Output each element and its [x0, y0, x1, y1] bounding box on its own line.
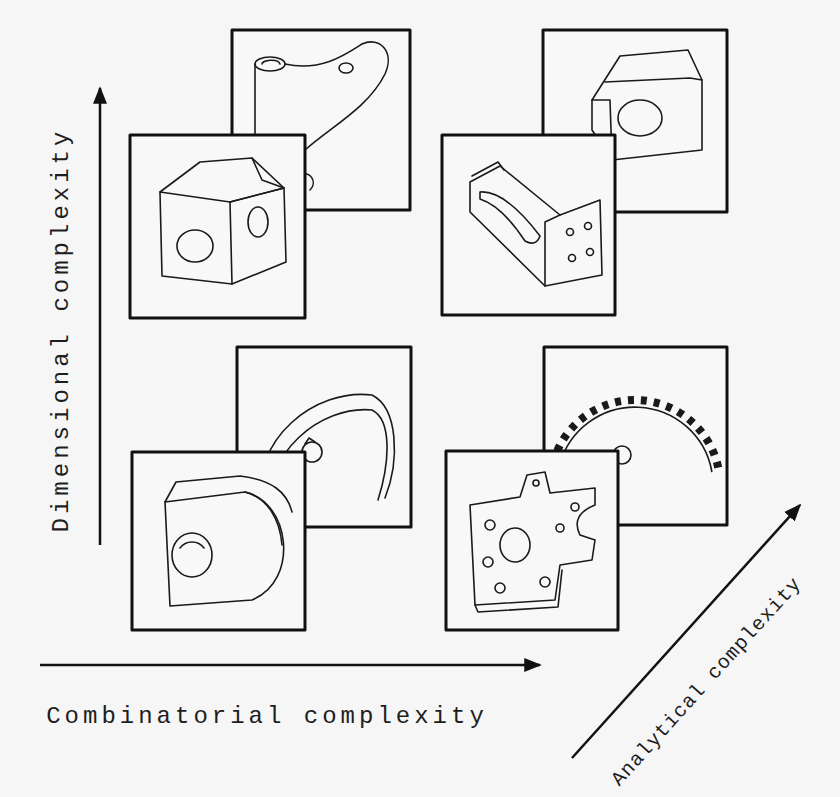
axis-arrow: [40, 664, 540, 667]
axis-label: Dimensional complexity: [48, 128, 77, 533]
part-panel: [132, 452, 305, 630]
part-panel: [446, 451, 618, 630]
axis-arrow: [99, 88, 102, 545]
part-panel: [442, 135, 615, 315]
axis-label: Analytical complexity: [607, 573, 808, 792]
axis-label: Combinatorial complexity: [46, 703, 488, 732]
part-panel: [130, 135, 305, 318]
